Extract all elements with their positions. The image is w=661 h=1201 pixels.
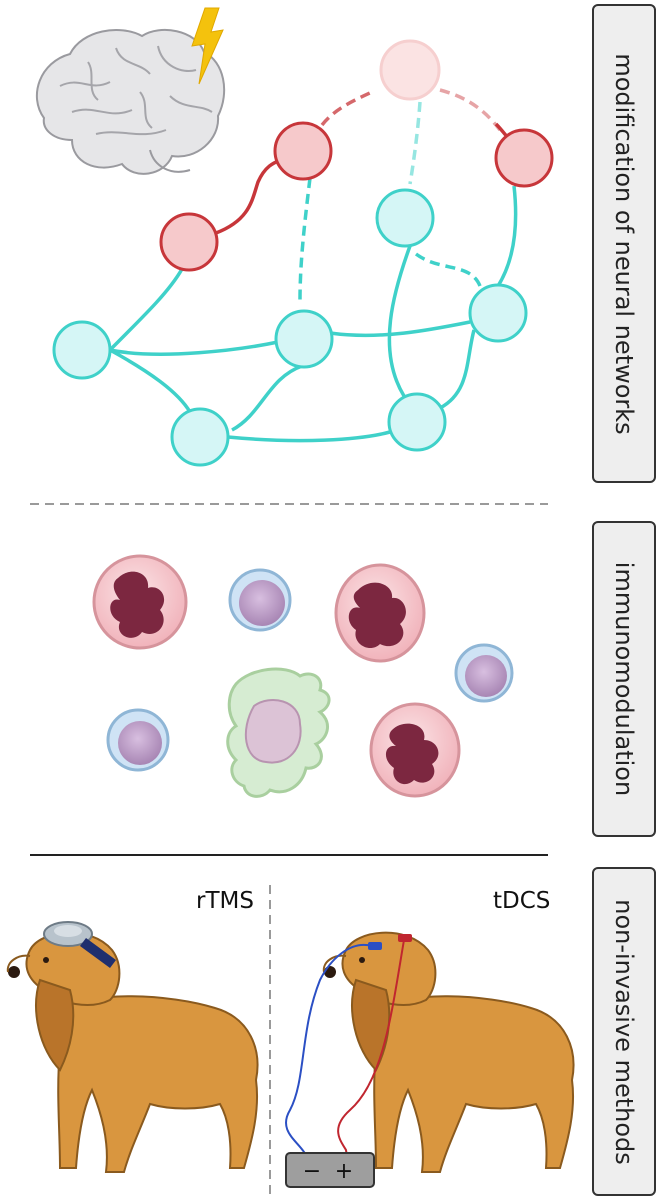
lymphocyte-cell xyxy=(454,643,514,703)
neutrophil-cell xyxy=(369,702,461,798)
network-node xyxy=(468,283,528,343)
network-node xyxy=(375,188,435,248)
tdcs-label: tDCS xyxy=(493,888,551,914)
network-node xyxy=(52,320,112,380)
dog-rtms xyxy=(6,931,259,1173)
section-label-non-invasive-methods: non-invasive methods xyxy=(592,867,656,1196)
dog-tdcs xyxy=(322,931,575,1173)
section-label-text: modification of neural networks xyxy=(610,52,638,435)
tms-coil-icon xyxy=(43,921,116,968)
neutrophil-cell xyxy=(92,554,188,650)
lymphocyte-cell xyxy=(228,568,292,632)
anode-electrode xyxy=(368,942,382,950)
excitatory-node xyxy=(379,39,441,101)
brain-icon xyxy=(35,29,226,175)
section-label-text: non-invasive methods xyxy=(610,898,638,1165)
network-node xyxy=(170,407,230,467)
battery-icon: − + xyxy=(285,1152,375,1188)
section-label-neural-networks: modification of neural networks xyxy=(592,4,656,483)
cathode-electrode xyxy=(398,934,412,942)
network-node xyxy=(387,392,447,452)
neutrophil-cell xyxy=(334,563,426,663)
battery-plus-label: + xyxy=(335,1159,353,1184)
lightning-icon xyxy=(191,7,224,85)
macrophage-cell xyxy=(226,667,331,798)
section-label-text: immunomodulation xyxy=(610,561,638,797)
network-node xyxy=(274,309,334,369)
section-label-immunomodulation: immunomodulation xyxy=(592,521,656,837)
excitatory-node xyxy=(159,212,219,272)
network-nodes xyxy=(52,39,554,467)
lymphocyte-cell xyxy=(106,708,170,772)
rtms-label: rTMS xyxy=(196,888,254,914)
battery-minus-label: − xyxy=(303,1159,321,1184)
excitatory-node xyxy=(494,128,554,188)
excitatory-node xyxy=(273,121,333,181)
